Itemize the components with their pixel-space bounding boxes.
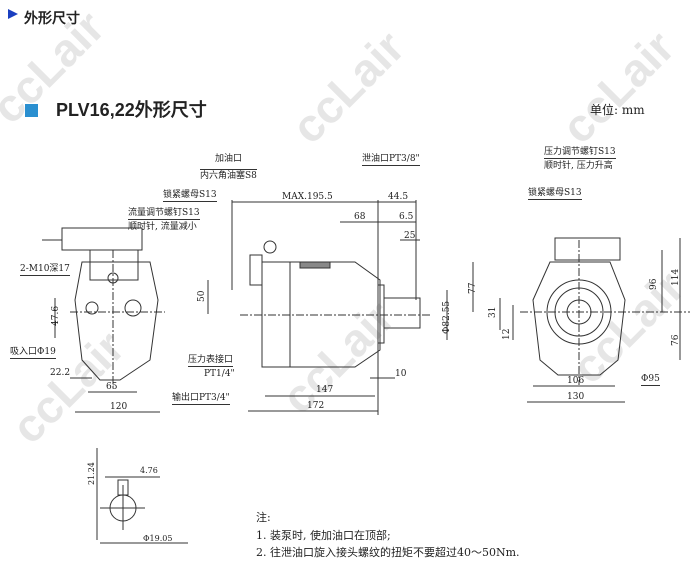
dim-width-120: 120 (110, 402, 128, 412)
label-gauge-thread: PT1/4" (204, 369, 235, 379)
left-view-drawing (42, 227, 165, 413)
dim-center-65: 65 (106, 382, 118, 392)
dim-76: 76 (671, 334, 681, 346)
label-suction-port: 吸入口Φ19 (10, 347, 56, 359)
dim-114: 114 (671, 268, 681, 286)
label-drain-port: 泄油口PT3/8" (362, 154, 420, 166)
side-view-drawing (207, 200, 474, 415)
dim-shaft-diameter: Φ19.05 (143, 534, 173, 543)
dim-147: 147 (316, 385, 334, 395)
dim-bolt-circle: Φ95 (641, 374, 660, 386)
front-view-drawing (499, 237, 690, 403)
label-pressure-direction: 顺时针, 压力升高 (544, 161, 613, 171)
label-flow-screw: 流量调节螺钉S13 (128, 208, 200, 220)
dim-96: 96 (649, 278, 659, 290)
dim-pilot-diameter: Φ82.55 (442, 300, 452, 334)
label-lock-nut: 锁紧螺母S13 (163, 190, 217, 202)
dim-31: 31 (488, 306, 498, 318)
note-item: 1. 装泵时, 使加油口在顶部; (256, 529, 391, 542)
label-flow-direction: 顺时针, 流量减小 (128, 222, 197, 232)
dim-77: 77 (468, 282, 478, 294)
shaft-detail-drawing (96, 448, 188, 544)
arrow-bullet-icon (8, 9, 18, 19)
label-fill-port: 加油口 (215, 154, 243, 164)
dim-172: 172 (307, 401, 325, 411)
square-bullet-icon (25, 104, 38, 117)
dim-44-5: 44.5 (388, 192, 409, 202)
dim-shaft-height: 21.24 (87, 462, 96, 485)
dim-25: 25 (404, 231, 416, 241)
label-front-lock-nut: 锁紧螺母S13 (528, 188, 582, 200)
dim-12: 12 (502, 328, 512, 340)
header-title: 外形尺寸 (24, 10, 80, 26)
note-item: 2. 往泄油口旋入接头螺纹的扭矩不要超过40～50Nm. (256, 546, 520, 559)
dim-50: 50 (197, 290, 207, 302)
label-tapped-holes: 2-M10深17 (20, 264, 70, 276)
label-outlet: 输出口PT3/4" (172, 393, 230, 405)
notes-title: 注: (256, 511, 271, 524)
dim-key-width: 4.76 (140, 466, 158, 475)
section-title: PLV16,22外形尺寸 (56, 100, 207, 120)
dim-offset-22-2: 22.2 (50, 368, 71, 378)
dim-height-47-6: 47.6 (51, 305, 61, 326)
dim-68: 68 (354, 212, 366, 222)
dim-106: 106 (567, 376, 585, 386)
dim-130: 130 (567, 392, 585, 402)
unit-label: 单位: mm (590, 103, 645, 117)
label-gauge-port: 压力表接口 (188, 355, 234, 367)
label-pressure-screw: 压力调节螺钉S13 (544, 147, 616, 159)
dim-max-length: MAX.195.5 (282, 192, 333, 202)
label-fill-plug: 内六角油塞S8 (200, 169, 257, 181)
dim-10: 10 (395, 369, 407, 379)
dim-6-5: 6.5 (399, 212, 414, 222)
